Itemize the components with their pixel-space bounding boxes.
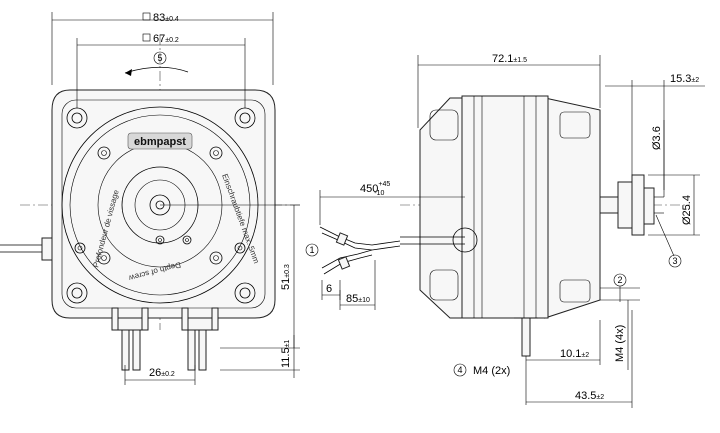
wire-end-upper: [319, 226, 401, 246]
dim-67: 67±0.2: [153, 33, 179, 45]
mounting-hole-br: [234, 282, 256, 304]
rotation-arrow: [124, 66, 189, 74]
ref-2-number: 2: [617, 275, 622, 285]
dim-51: 51±0.3: [280, 264, 292, 290]
terminal-tabs: [111, 307, 219, 371]
side-view: 72.1±1.5 15.3±2 Ø3.6 Ø25.4 3 2 M4 (4x) 4…: [400, 53, 705, 408]
dim-72-1: 72.1±1.5: [492, 53, 527, 65]
screw-hole: [74, 242, 86, 254]
lead-detail: 450+45-10 1 6 85±10: [305, 181, 465, 310]
front-view: ebmpapst Profondeur de vissage Einschrau…: [0, 12, 300, 385]
m4-4x-label: M4 (4x): [614, 325, 626, 362]
screw-hole: [234, 242, 246, 254]
shaft-ref-number: 3: [672, 256, 677, 266]
mount-stud: [521, 317, 531, 357]
brand-logo: ebmpapst: [134, 136, 186, 148]
screw-hole: [155, 235, 165, 245]
screw-hole: [97, 146, 111, 160]
dim-26: 26±0.2: [149, 367, 175, 379]
screw-hole: [97, 251, 111, 265]
shaft-hub: [643, 187, 655, 225]
screw-hole: [209, 146, 223, 160]
rotation-ref-number: 5: [157, 53, 162, 63]
dim-dia-3-6: Ø3.6: [651, 126, 663, 150]
dim-dia-25-4: Ø25.4: [681, 195, 693, 225]
mount-ref-number: 4: [457, 365, 462, 375]
dim-43-5: 43.5±2: [575, 390, 604, 402]
dim-6: 6: [326, 283, 332, 295]
dim-83: 83±0.4: [153, 12, 179, 24]
mounting-hole-bl: [66, 282, 88, 304]
dim-15-3: 15.3±2: [670, 73, 699, 85]
dim-11-5: 11.5±1: [280, 340, 292, 368]
dim-450: 450+45-10: [360, 181, 390, 197]
screw-hole: [182, 235, 192, 245]
dim-10-1: 10.1±2: [560, 348, 589, 360]
shaft-bushing: [617, 181, 633, 229]
front-flange: [51, 89, 276, 319]
stator-stack: [461, 95, 549, 319]
screw-hole: [209, 251, 223, 265]
logo-plate: [127, 132, 193, 150]
wire-end-lower: [321, 249, 373, 269]
lead-ref-number: 1: [309, 245, 314, 255]
m4-2x-label: M4 (2x): [473, 365, 510, 377]
dim-85: 85±10: [346, 293, 370, 305]
